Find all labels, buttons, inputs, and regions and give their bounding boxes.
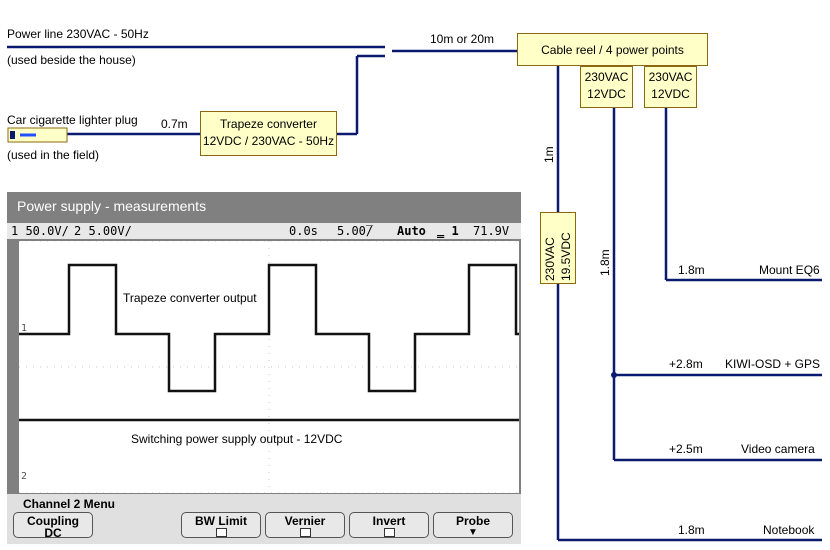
used-house-label: (used beside the house) (7, 53, 136, 67)
trace-1-label: Trapeze converter output (123, 291, 257, 305)
power-point-2-box: 230VAC 12VDC (644, 66, 697, 108)
scope-screen: 1 2 Trapeze converter output Switching p… (19, 240, 519, 494)
oscilloscope-panel: Power supply - measurements 1 50.0V/ 2 5… (7, 192, 521, 544)
length-label: 1.8m (678, 263, 705, 277)
box-line: 230VAC (543, 237, 557, 281)
softkey-label: Coupling (27, 514, 79, 528)
box-line: 12VDC (587, 87, 626, 101)
length-label: 0.7m (161, 117, 188, 131)
checkbox-icon (299, 528, 311, 537)
softkey-label: Vernier (284, 514, 326, 528)
softkey-label: BW Limit (195, 514, 247, 528)
notebook-label: Notebook (763, 523, 815, 537)
softkey-label: Probe (455, 514, 490, 528)
menu-title: Channel 2 Menu (23, 497, 116, 511)
length-label: +2.5m (669, 442, 703, 456)
cable-reel-box: Cable reel / 4 power points (517, 33, 708, 66)
trapeze-waveform (19, 263, 519, 393)
invert-softkey[interactable]: Invert (349, 512, 429, 538)
trigger-source: ̳ 1 (437, 224, 459, 238)
trace-2-label: Switching power supply output - 12VDC (131, 432, 343, 446)
trapeze-converter-box: Trapeze converter 12VDC / 230VAC - 50Hz (200, 111, 337, 156)
box-line: 12VDC (651, 87, 690, 101)
softkey-label: Invert (372, 514, 406, 528)
box-line: 230VAC (648, 70, 693, 84)
box-line: 230VAC (584, 70, 629, 84)
trigger-level: 71.9V (473, 224, 510, 238)
length-label: 1.8m (678, 523, 705, 537)
car-plug-label: Car cigarette lighter plug (7, 113, 138, 127)
scope-title: Power supply - measurements (17, 198, 207, 214)
waveform-display: 1 2 (19, 240, 519, 494)
softkey-menu: Channel 2 Menu Coupling DC BW Limit Vern… (7, 494, 521, 544)
delay-readout: 0.0s (289, 224, 318, 238)
notebook-psu-box: 230VAC 19.5VDC (540, 212, 576, 284)
arrow-down-icon: ▼ (468, 527, 478, 538)
power-point-1-box: 230VAC 12VDC (580, 66, 633, 108)
box-line: Cable reel / 4 power points (541, 43, 684, 57)
power-line-label: Power line 230VAC - 50Hz (7, 27, 149, 41)
vernier-softkey[interactable]: Vernier (265, 512, 345, 538)
mount-eq6-label: Mount EQ6 (759, 263, 820, 277)
softkey-value: DC (44, 526, 62, 540)
length-label: 1m (542, 146, 556, 163)
channel-1-scale: 1 50.0V/ (11, 224, 69, 238)
probe-softkey[interactable]: Probe ▼ (433, 512, 513, 538)
svg-text:2: 2 (21, 471, 27, 482)
length-label: 1.8m (598, 249, 612, 276)
kiwi-osd-label: KIWI-OSD + GPS (725, 357, 821, 371)
length-label: 10m or 20m (430, 32, 495, 46)
checkbox-icon (383, 528, 395, 537)
checkbox-icon (215, 528, 227, 537)
channel-2-scale: 2 5.00V/ (74, 224, 132, 238)
box-line: 19.5VDC (559, 232, 573, 281)
svg-text:1: 1 (21, 323, 27, 334)
box-line: 12VDC / 230VAC - 50Hz (202, 134, 335, 148)
scope-status-bar: 1 50.0V/ 2 5.00V/ 0.0s 5.00̅/ Auto ̳ 1 7… (7, 223, 521, 239)
car-plug-icon (7, 127, 68, 143)
coupling-softkey[interactable]: Coupling DC (13, 512, 93, 540)
box-line: Trapeze converter (220, 117, 317, 131)
timebase-readout: 5.00̅/ (337, 224, 374, 238)
length-label: +2.8m (669, 357, 703, 371)
used-field-label: (used in the field) (7, 148, 100, 162)
trigger-mode: Auto (397, 224, 426, 238)
bw-limit-softkey[interactable]: BW Limit (181, 512, 261, 538)
video-camera-label: Video camera (741, 442, 815, 456)
